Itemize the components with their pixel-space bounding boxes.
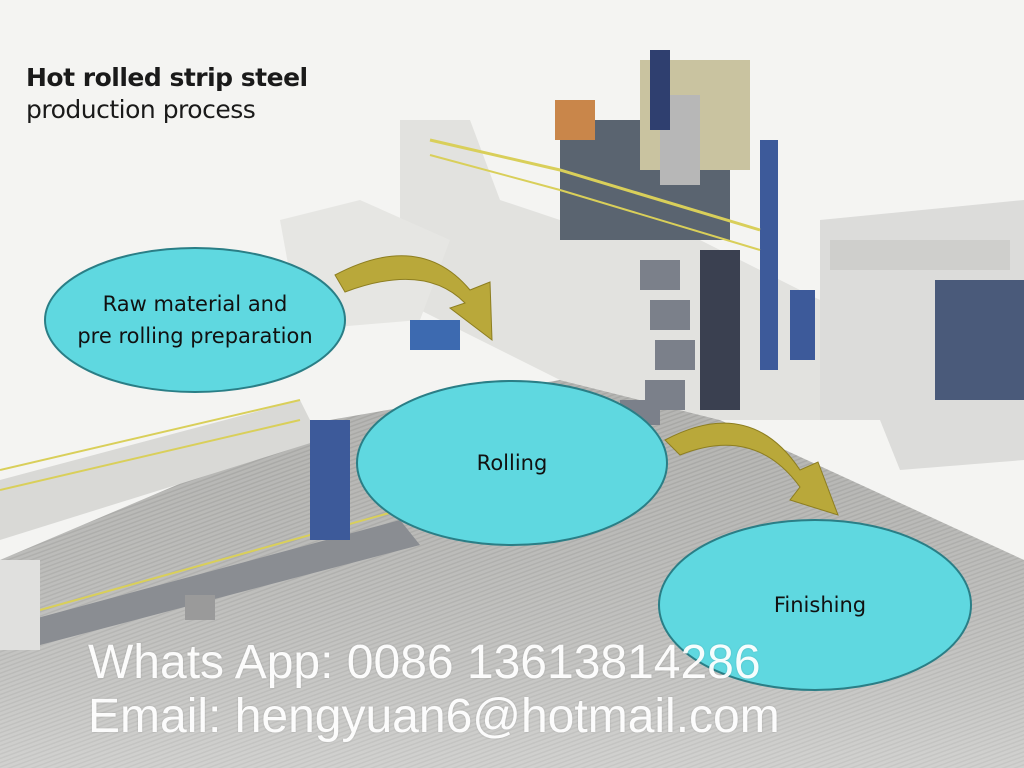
stage-bubble-raw-material	[44, 247, 346, 393]
arrow-to-rolling	[334, 255, 493, 342]
coil-box	[935, 280, 1024, 400]
caster-segments	[620, 260, 695, 425]
stage-label-line-2: pre rolling preparation	[77, 324, 313, 348]
title-line-1: Hot rolled strip steel	[26, 63, 308, 92]
rolling-line	[30, 520, 420, 645]
stage-label-rolling: Rolling	[476, 451, 548, 475]
stage-bubble-rolling	[356, 380, 668, 546]
whatsapp-watermark: Whats App: 0086 13613814286	[88, 636, 761, 689]
arrow-to-finishing	[664, 422, 839, 516]
stage-label-raw-material: Raw material and pre rolling preparation	[45, 248, 345, 392]
stage-label-line-1: Raw material and	[102, 292, 288, 316]
title-line-2: production process	[26, 95, 256, 124]
stage-label-finishing: Finishing	[773, 593, 867, 617]
page-title: Hot rolled strip steel production proces…	[26, 62, 308, 126]
email-watermark: Email: hengyuan6@hotmail.com	[88, 690, 780, 743]
stage-bubble-finishing	[658, 519, 972, 691]
charging-machine	[410, 320, 460, 350]
